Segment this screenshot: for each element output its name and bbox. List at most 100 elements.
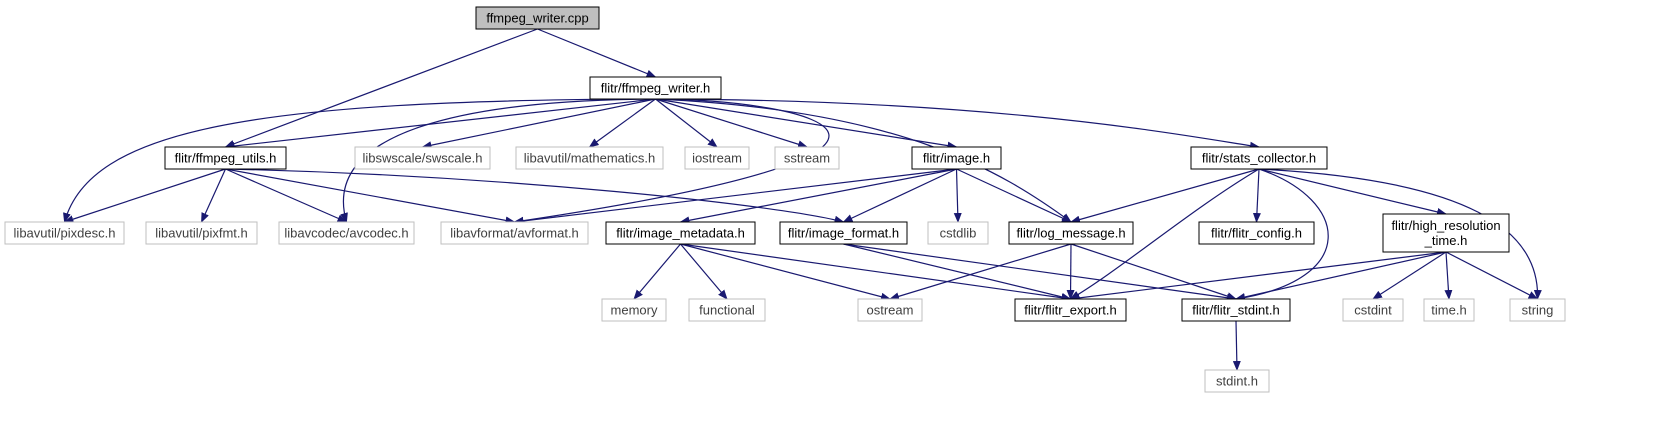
node-label-high-resolution-time-h-line1: flitr/high_resolution [1391, 218, 1500, 233]
node-box-image-h [911, 146, 1002, 170]
edge-log-message-h-to-flitr-stdint-h [1070, 243, 1237, 300]
edge-stats-collector-h-to-flitr-config-h [1252, 168, 1261, 223]
node-high-resolution-time-h[interactable]: flitr/high_resolution_time.h [1382, 213, 1510, 253]
edge-flitr-stdint-h-to-stdint-h [1232, 320, 1241, 371]
node-label-flitr-export-h: flitr/flitr_export.h [1024, 303, 1116, 318]
edge-image-metadata-h-to-ostream [680, 243, 891, 301]
node-time-h: time.h [1423, 298, 1475, 322]
node-label-ffmpeg-writer-h: flitr/ffmpeg_writer.h [601, 81, 711, 96]
node-label-pixfmt-h: libavutil/pixfmt.h [155, 226, 247, 241]
edge-image-metadata-h-to-functional [680, 243, 728, 300]
node-box-string [1509, 298, 1566, 322]
edge-ffmpeg-writer-h-to-avcodec-h [340, 98, 656, 223]
node-stats-collector-h[interactable]: flitr/stats_collector.h [1190, 146, 1328, 170]
node-label-ffmpeg-utils-h: flitr/ffmpeg_utils.h [175, 151, 277, 166]
node-box-sstream [774, 146, 840, 170]
node-label-flitr-stdint-h: flitr/flitr_stdint.h [1192, 303, 1279, 318]
node-label-sstream: sstream [784, 151, 830, 166]
edge-image-h-to-cstdlib [953, 168, 962, 223]
node-label-memory: memory [611, 303, 658, 318]
node-box-stats-collector-h [1190, 146, 1328, 170]
node-string: string [1509, 298, 1566, 322]
node-avformat-h: libavformat/avformat.h [440, 221, 589, 245]
node-box-ffmpeg-writer-cpp [475, 6, 600, 30]
edge-log-message-h-to-ostream [889, 243, 1072, 301]
node-box-high-resolution-time-h [1382, 213, 1510, 253]
node-ffmpeg-writer-h[interactable]: flitr/ffmpeg_writer.h [589, 76, 722, 100]
node-label-mathematics-h: libavutil/mathematics.h [524, 151, 656, 166]
node-label-cstdlib: cstdlib [940, 226, 977, 241]
node-flitr-export-h[interactable]: flitr/flitr_export.h [1014, 298, 1127, 322]
node-ostream: ostream [857, 298, 923, 322]
node-box-time-h [1423, 298, 1475, 322]
node-label-flitr-config-h: flitr/flitr_config.h [1211, 226, 1302, 241]
edge-ffmpeg-writer-h-to-iostream [655, 98, 718, 148]
node-box-flitr-config-h [1198, 221, 1315, 245]
node-box-iostream [684, 146, 750, 170]
edge-high-resolution-time-h-to-time-h [1444, 251, 1453, 300]
node-box-swscale-h [354, 146, 491, 170]
edge-ffmpeg-writer-h-to-stats-collector-h [655, 98, 1260, 150]
node-box-image-metadata-h [605, 221, 756, 245]
node-box-ffmpeg-writer-h [589, 76, 722, 100]
node-functional: functional [688, 298, 766, 322]
edge-image-metadata-h-to-memory [633, 243, 681, 300]
node-log-message-h[interactable]: flitr/log_message.h [1008, 221, 1134, 245]
node-ffmpeg-writer-cpp[interactable]: ffmpeg_writer.cpp [475, 6, 600, 30]
edge-image-format-h-to-flitr-export-h [843, 243, 1072, 301]
node-flitr-config-h[interactable]: flitr/flitr_config.h [1198, 221, 1315, 245]
edge-image-format-h-to-flitr-stdint-h [843, 243, 1237, 302]
node-box-log-message-h [1008, 221, 1134, 245]
node-box-avformat-h [440, 221, 589, 245]
node-pixfmt-h: libavutil/pixfmt.h [145, 221, 258, 245]
node-label-stdint-h: stdint.h [1216, 374, 1258, 389]
edge-ffmpeg-writer-h-to-sstream [655, 98, 808, 149]
node-pixdesc-h: libavutil/pixdesc.h [4, 221, 125, 245]
node-label-stats-collector-h: flitr/stats_collector.h [1202, 151, 1316, 166]
node-box-ffmpeg-utils-h [164, 146, 287, 170]
node-box-image-format-h [779, 221, 908, 245]
edge-high-resolution-time-h-to-flitr-export-h [1069, 251, 1447, 302]
node-label-ostream: ostream [867, 303, 914, 318]
edge-ffmpeg-writer-h-to-mathematics-h [588, 98, 656, 148]
edge-image-h-to-image-metadata-h [679, 168, 957, 225]
node-flitr-stdint-h[interactable]: flitr/flitr_stdint.h [1181, 298, 1291, 322]
edge-ffmpeg-utils-h-to-pixfmt-h [200, 168, 227, 223]
edge-image-metadata-h-to-flitr-export-h [680, 243, 1072, 302]
node-box-pixdesc-h [4, 221, 125, 245]
edge-ffmpeg-writer-h-to-pixdesc-h [63, 98, 656, 223]
node-swscale-h: libswscale/swscale.h [354, 146, 491, 170]
node-stdint-h: stdint.h [1204, 369, 1270, 393]
edge-high-resolution-time-h-to-cstdint [1372, 251, 1447, 300]
edge-high-resolution-time-h-to-flitr-stdint-h [1235, 251, 1447, 301]
node-box-ostream [857, 298, 923, 322]
node-label-ffmpeg-writer-cpp: ffmpeg_writer.cpp [486, 11, 588, 26]
node-mathematics-h: libavutil/mathematics.h [515, 146, 664, 170]
node-box-pixfmt-h [145, 221, 258, 245]
edge-ffmpeg-utils-h-to-avcodec-h [225, 168, 348, 223]
edges-layer [63, 28, 1542, 371]
node-box-mathematics-h [515, 146, 664, 170]
edge-ffmpeg-writer-h-to-image-h [655, 98, 958, 150]
edge-stats-collector-h-to-flitr-stdint-h [1235, 168, 1329, 302]
node-image-format-h[interactable]: flitr/image_format.h [779, 221, 908, 245]
node-image-metadata-h[interactable]: flitr/image_metadata.h [605, 221, 756, 245]
node-box-cstdlib [927, 221, 989, 245]
edge-image-h-to-avformat-h [513, 168, 957, 225]
node-image-h[interactable]: flitr/image.h [911, 146, 1002, 170]
node-avcodec-h: libavcodec/avcodec.h [278, 221, 415, 245]
edge-ffmpeg-writer-h-to-ffmpeg-utils-h [224, 98, 656, 150]
node-ffmpeg-utils-h[interactable]: flitr/ffmpeg_utils.h [164, 146, 287, 170]
node-sstream: sstream [774, 146, 840, 170]
edge-ffmpeg-writer-h-to-avformat-h [513, 98, 830, 225]
node-label-time-h: time.h [1431, 303, 1466, 318]
edge-ffmpeg-writer-h-to-swscale-h [421, 98, 656, 150]
node-label-pixdesc-h: libavutil/pixdesc.h [14, 226, 116, 241]
node-memory: memory [601, 298, 667, 322]
node-cstdlib: cstdlib [927, 221, 989, 245]
edge-ffmpeg-utils-h-to-pixdesc-h [63, 168, 226, 223]
node-label-swscale-h: libswscale/swscale.h [363, 151, 483, 166]
node-label-avcodec-h: libavcodec/avcodec.h [284, 226, 408, 241]
node-label-log-message-h: flitr/log_message.h [1016, 226, 1125, 241]
edge-log-message-h-to-flitr-export-h [1066, 243, 1075, 300]
